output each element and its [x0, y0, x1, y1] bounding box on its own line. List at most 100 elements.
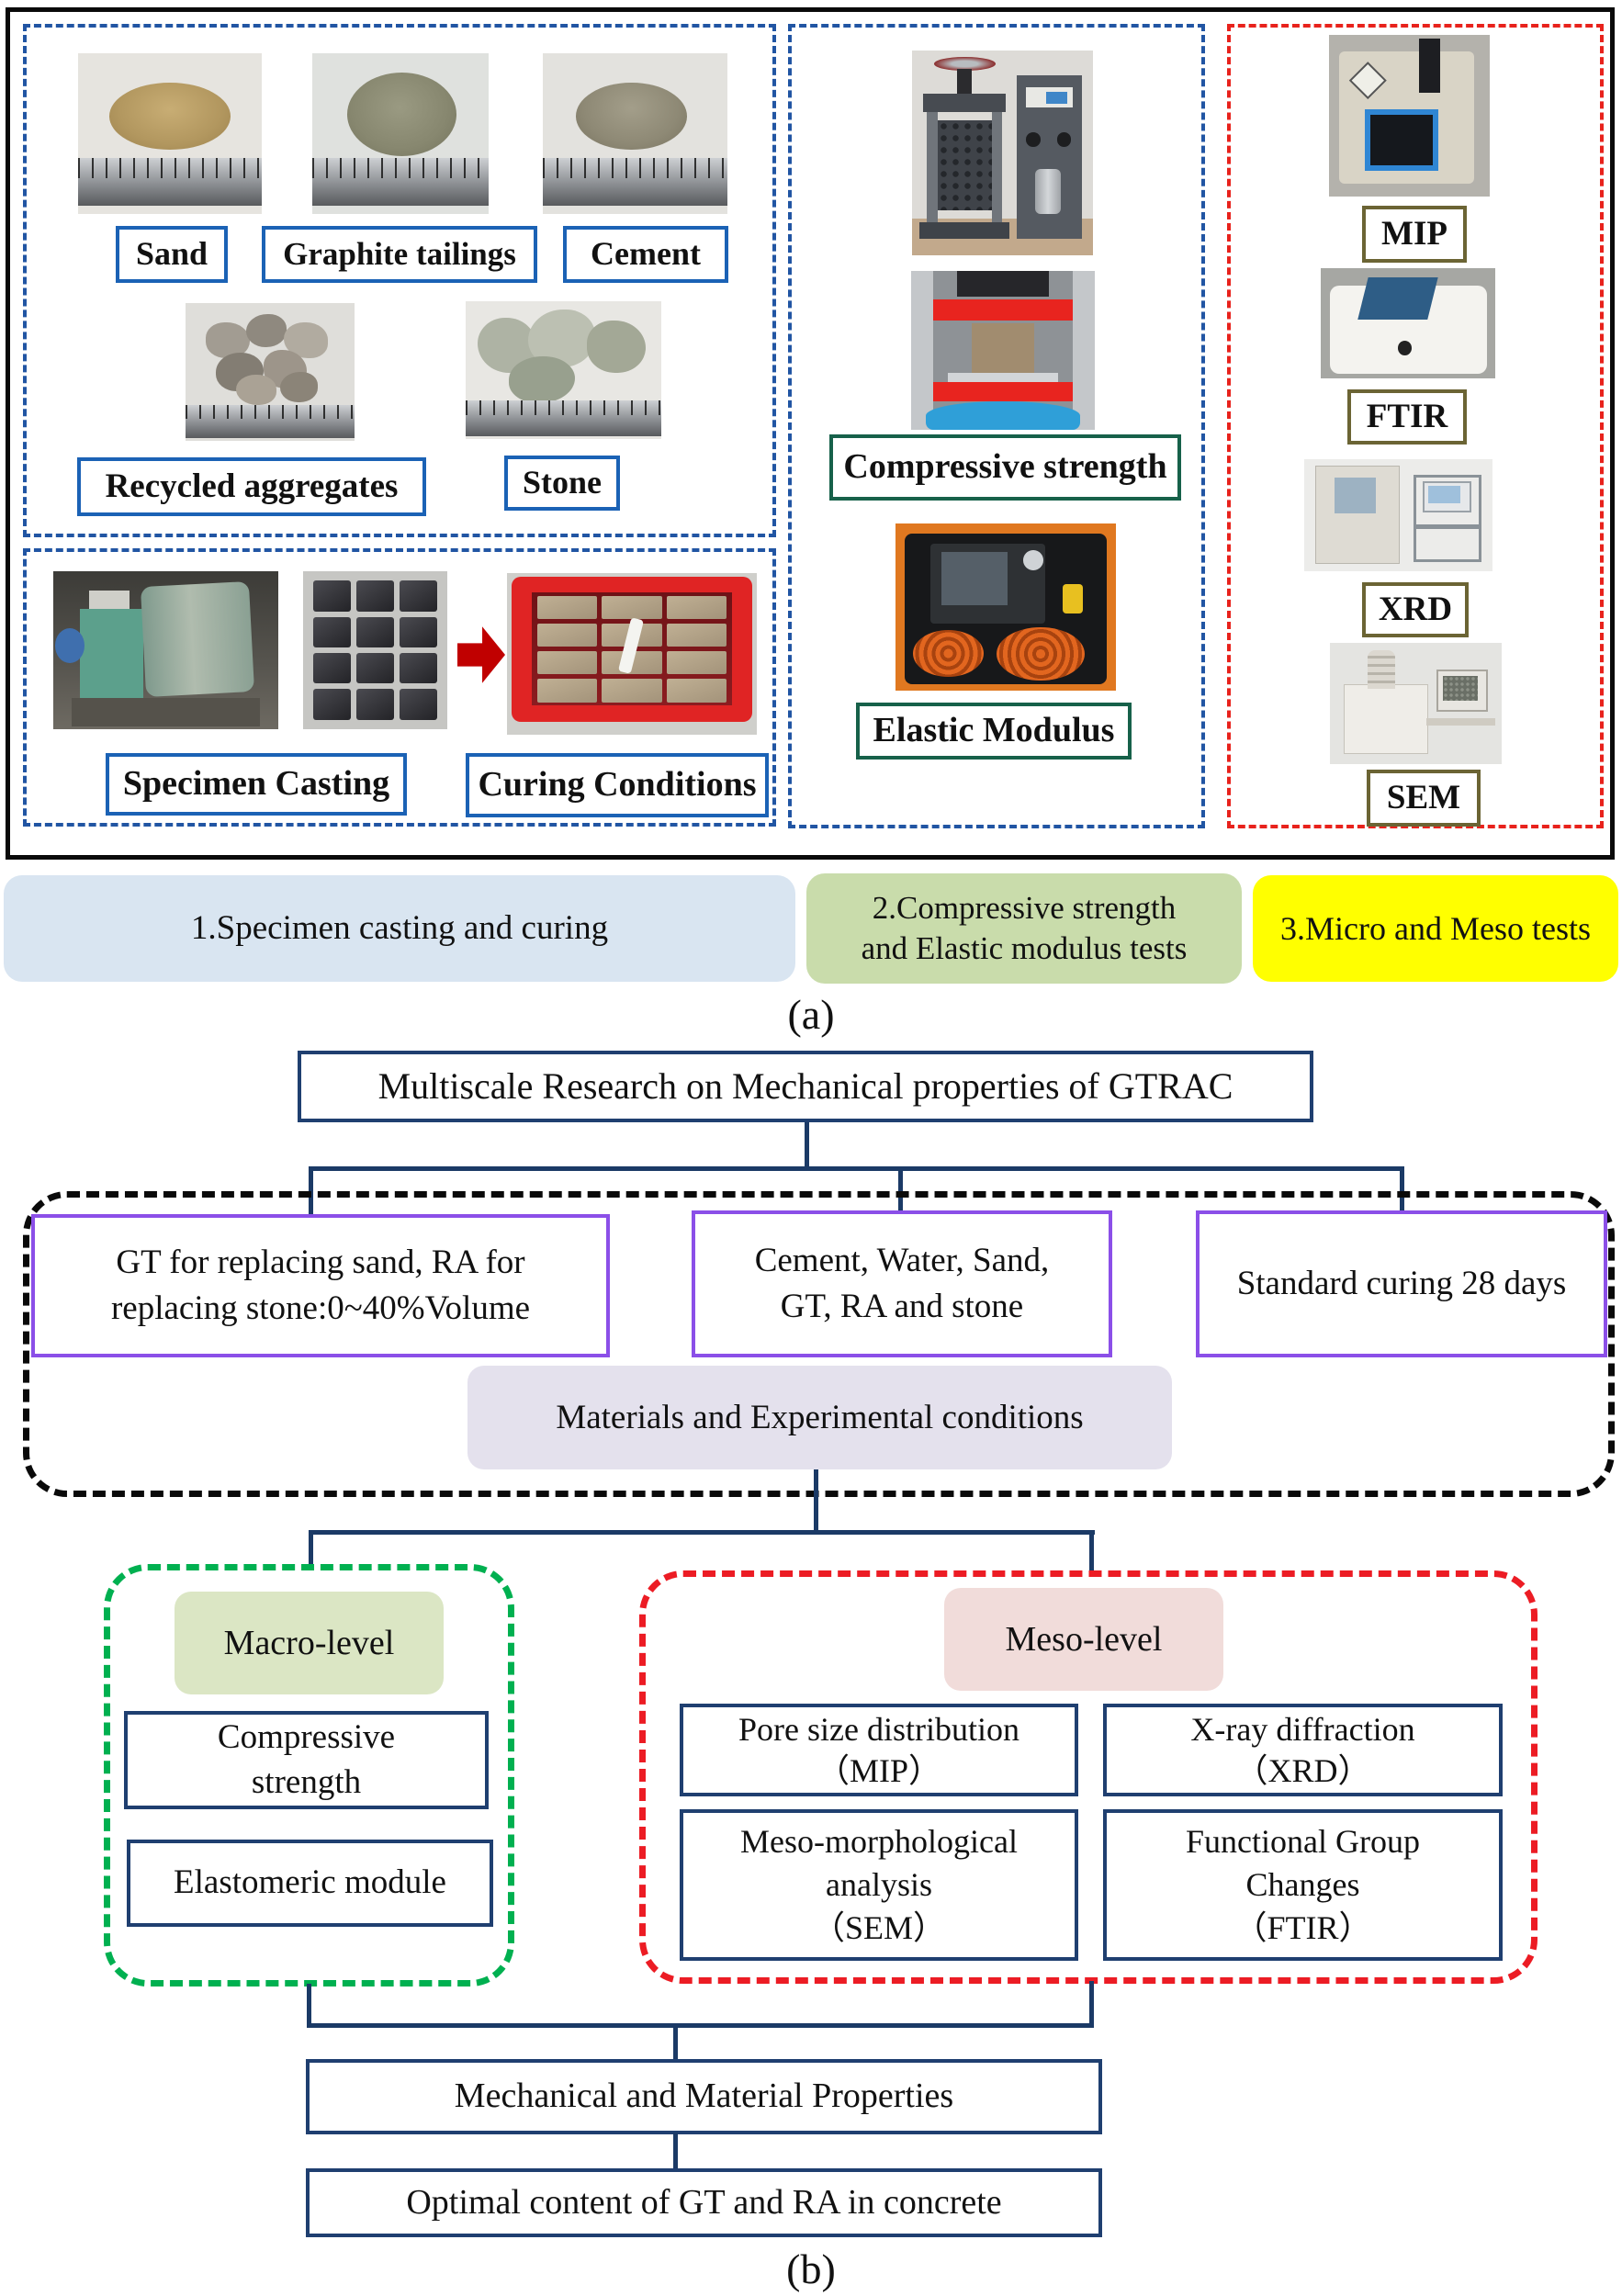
banner-step3-text: 3.Micro and Meso tests: [1280, 909, 1591, 947]
mix-components-box: Cement, Water, Sand, GT, RA and stone: [692, 1210, 1112, 1357]
gt-ra-replacement-box: GT for replacing sand, RA for replacing …: [31, 1214, 610, 1357]
cement-pile: [576, 82, 687, 150]
cable-coil-left: [913, 630, 984, 678]
caption-b-text: (b): [786, 2245, 836, 2292]
specimen-cube: [355, 580, 394, 612]
curing-cube: [602, 595, 662, 619]
connector-optimal-stub: [673, 2133, 678, 2170]
stone-rock: [587, 321, 646, 373]
macro-level-text: Macro-level: [223, 1624, 395, 1662]
press-crosshead: [922, 93, 1007, 112]
xrd-shelf: [1413, 523, 1481, 529]
mechanical-tests-region-frame: [788, 24, 1205, 828]
xray-diffraction-box: X-ray diffraction （XRD）: [1103, 1704, 1503, 1796]
compression-machine-photo: [912, 51, 1093, 255]
elastic-knob: [1023, 550, 1043, 570]
specimen-cubes-photo: [303, 571, 447, 729]
banner-step3: 3.Micro and Meso tests: [1253, 875, 1618, 982]
curing-cube: [666, 595, 727, 619]
specimen-cube: [355, 652, 394, 684]
xrd-text: XRD: [1378, 590, 1453, 628]
press-screw: [957, 69, 972, 96]
banner-step2-line2: and Elastic modulus tests: [861, 930, 1188, 966]
optimal-content-box: Optimal content of GT and RA in concrete: [306, 2168, 1102, 2237]
curing-cube: [666, 623, 727, 647]
specimen-casting-label: Specimen Casting: [106, 753, 407, 816]
compressive-strength-label: Compressive strength: [829, 434, 1181, 501]
mip-line2: （MIP）: [816, 1751, 942, 1789]
macro-level-chip: Macro-level: [175, 1592, 444, 1694]
specimen-casting-text: Specimen Casting: [122, 764, 390, 804]
control-display-screen: [1045, 91, 1068, 104]
gt-ra-line2: replacing stone:0~40%Volume: [110, 1289, 531, 1327]
compressive-line1: Compressive: [217, 1718, 396, 1757]
b-title-text: Multiscale Research on Mechanical proper…: [377, 1065, 1233, 1107]
mixer-trough: [71, 697, 261, 726]
mixer-photo: [53, 571, 278, 729]
press-column-left: [926, 111, 938, 225]
curing-cube: [536, 679, 598, 703]
stone-photo: [466, 301, 661, 439]
materials-conditions-box: Materials and Experimental conditions: [467, 1366, 1172, 1469]
specimen-cube: [312, 652, 351, 684]
control-knob-right: [1056, 132, 1072, 147]
xrd-monitor-screen: [1428, 486, 1461, 503]
caption-a-text: (a): [787, 991, 835, 1038]
graphite-tailings-label: Graphite tailings: [262, 226, 537, 283]
mechanical-properties-text: Mechanical and Material Properties: [454, 2077, 954, 2116]
curing-tub-photo: [507, 573, 757, 735]
pump-cylinder: [1034, 169, 1061, 215]
elastomeric-module-box: Elastomeric module: [127, 1840, 493, 1927]
ftir-port: [1397, 341, 1412, 355]
cement-label-text: Cement: [591, 235, 701, 273]
stone-label-text: Stone: [522, 464, 602, 501]
banner-step1: 1.Specimen casting and curing: [4, 875, 795, 982]
compressive-line2: strength: [251, 1762, 362, 1801]
sand-ruler: [78, 157, 262, 207]
graphite-label-text: Graphite tailings: [283, 235, 516, 272]
curing-cube: [536, 595, 598, 619]
ftir-instrument-photo: [1321, 268, 1495, 378]
sem-desk: [1425, 717, 1495, 726]
rig-platen: [948, 372, 1058, 383]
xrd-line2: （XRD）: [1234, 1751, 1371, 1789]
rig-press-head: [957, 271, 1049, 297]
connector-macro-down: [307, 1984, 311, 2028]
mixer-panel: [89, 590, 130, 610]
connector-results-horizontal: [307, 2023, 1094, 2028]
meso-level-text: Meso-level: [1005, 1620, 1163, 1659]
sem-column: [1368, 649, 1396, 690]
curing-cube: [536, 651, 598, 675]
b-title-box: Multiscale Research on Mechanical proper…: [298, 1051, 1313, 1122]
ftir-lid: [1357, 276, 1438, 320]
cement-label: Cement: [563, 226, 728, 283]
meso-morphological-box: Meso-morphological analysis （SEM）: [680, 1809, 1078, 1961]
aggregate-stone: [206, 322, 250, 358]
sand-label-text: Sand: [135, 235, 208, 273]
curing-cube: [536, 623, 598, 647]
connector-levels-horizontal: [309, 1530, 1095, 1535]
ftir-text: FTIR: [1366, 397, 1448, 435]
elastic-yellow-connector: [1063, 583, 1083, 614]
mixer-motor: [55, 627, 85, 663]
aggregate-stone: [246, 314, 287, 347]
specimen-cube: [399, 689, 437, 720]
sem-text: SEM: [1386, 778, 1461, 816]
mixer-body: [80, 609, 143, 702]
recycled-aggregates-label: Recycled aggregates: [77, 457, 426, 516]
connector-mech-stub: [673, 2026, 678, 2061]
elastomeric-text: Elastomeric module: [174, 1863, 446, 1902]
cement-photo: [543, 53, 727, 214]
rig-blue-base: [926, 400, 1080, 430]
sem-instrument-photo: [1330, 643, 1502, 764]
materials-conditions-text: Materials and Experimental conditions: [556, 1399, 1084, 1436]
specimen-cube: [312, 689, 351, 720]
xrd-cart-frame: [1413, 475, 1481, 563]
elastic-modulus-photo: [895, 523, 1116, 691]
rig-specimen: [972, 323, 1034, 377]
connector-stub-right: [1400, 1166, 1404, 1212]
mix-line2: GT, RA and stone: [780, 1288, 1024, 1325]
connector-macro-stub: [309, 1530, 313, 1570]
aggregate-stone: [280, 372, 318, 402]
mip-instrument-photo: [1329, 35, 1490, 197]
